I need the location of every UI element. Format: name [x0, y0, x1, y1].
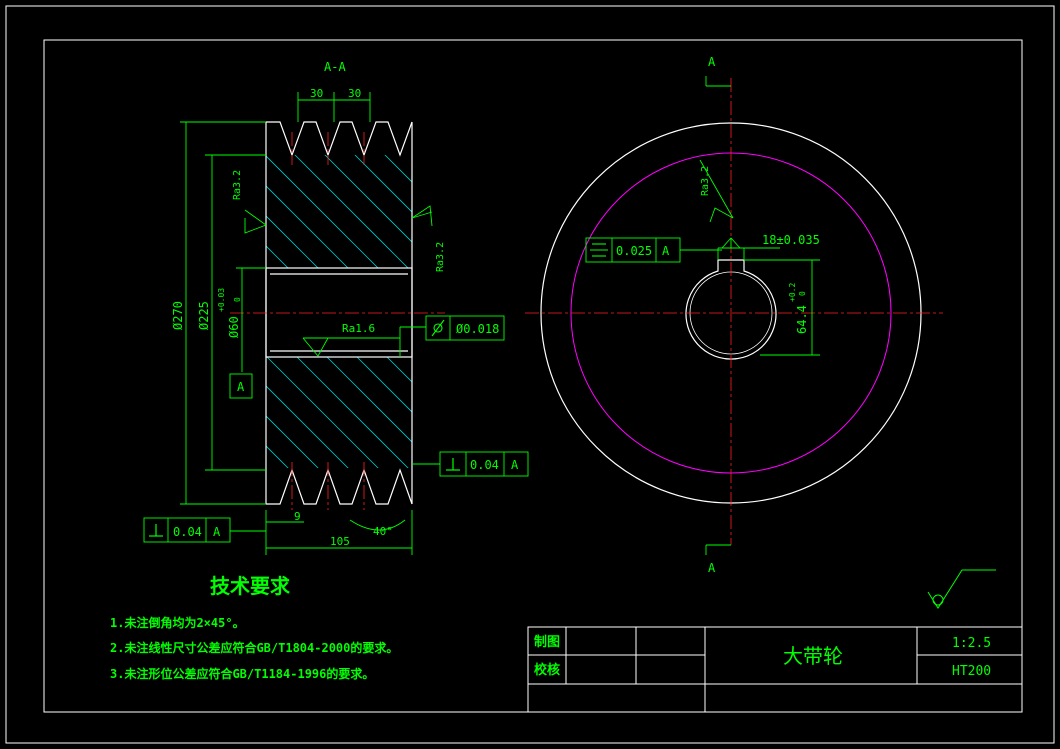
perp-datum-right: A	[511, 458, 519, 472]
section-mark-bottom: A	[708, 561, 716, 575]
runout-icon	[431, 319, 445, 337]
perp-value-left: 0.04	[173, 525, 202, 539]
groove-pitch-1: 30	[310, 87, 323, 100]
section-dimensions	[143, 92, 529, 555]
scale-value: 1:2.5	[952, 636, 991, 651]
title-block: 制图 校核 大带轮 1:2.5 HT200	[527, 626, 1023, 713]
symmetry-value: 0.025	[616, 244, 652, 258]
perp-datum-left: A	[213, 525, 221, 539]
bore-tol-upper: +0.03	[217, 288, 226, 312]
requirement-item-2: 2.未注线性尺寸公差应符合GB/T1804-2000的要求。	[110, 640, 398, 655]
requirement-item-3: 3.未注形位公差应符合GB/T1184-1996的要求。	[110, 666, 374, 681]
datum-letter: A	[237, 380, 245, 394]
dia-outer: Ø270	[171, 301, 185, 330]
section-label: A-A	[324, 60, 346, 74]
groove-pitch-2: 30	[348, 87, 361, 100]
technical-requirements: 技术要求 1.未注倒角均为2×45°。 2.未注线性尺寸公差应符合GB/T180…	[110, 574, 398, 681]
roughness-right: Ra3.2	[435, 242, 446, 272]
section-mark-top: A	[708, 55, 716, 69]
dia-pitch: Ø225	[197, 301, 211, 330]
keyway-tol-upper: +0.2	[788, 283, 797, 302]
roughness-symbol-icon	[927, 569, 996, 609]
section-width: 105	[330, 535, 350, 548]
requirements-title: 技术要求	[210, 574, 291, 598]
keyway-tol-lower: 0	[798, 291, 807, 296]
end-view: A A Ra3.2 0.025 A 18±0.035 64.4 +0.2 0	[525, 55, 943, 575]
perpendicularity-icon	[149, 458, 460, 537]
requirement-item-1: 1.未注倒角均为2×45°。	[110, 615, 245, 630]
runout-value: Ø0.018	[456, 322, 499, 336]
section-texts: A-A 30 30 Ø270 Ø225 Ø60 +0.03 0 Ra3.2 Ra…	[171, 60, 519, 548]
material-value: HT200	[952, 664, 991, 679]
draw-label: 制图	[534, 634, 560, 650]
keyway-width: 18±0.035	[762, 233, 820, 247]
symmetry-icon	[590, 243, 608, 257]
section-view: A-A 30 30 Ø270 Ø225 Ø60 +0.03 0 Ra3.2 Ra…	[143, 60, 529, 555]
drawing-frame	[5, 5, 1055, 744]
dia-bore: Ø60	[227, 316, 241, 338]
check-label: 校核	[534, 662, 560, 678]
end-dimensions	[585, 76, 820, 555]
roughness-left: Ra3.2	[232, 170, 243, 200]
bore-tol-lower: 0	[233, 297, 242, 302]
section-centerlines	[230, 132, 445, 510]
end-centerlines	[525, 78, 943, 545]
section-hatch	[266, 155, 412, 468]
perp-value-right: 0.04	[470, 458, 499, 472]
keyway-depth: 64.4	[795, 305, 809, 334]
roughness-bore: Ra1.6	[342, 322, 375, 335]
symmetry-datum: A	[662, 244, 670, 258]
bore-with-keyway	[685, 259, 777, 360]
groove-offset: 9	[294, 510, 301, 523]
end-texts: A A Ra3.2 0.025 A 18±0.035 64.4 +0.2 0	[616, 55, 820, 575]
end-roughness: Ra3.2	[700, 166, 711, 196]
part-name: 大带轮	[783, 644, 843, 668]
groove-angle: 40°	[373, 525, 393, 538]
